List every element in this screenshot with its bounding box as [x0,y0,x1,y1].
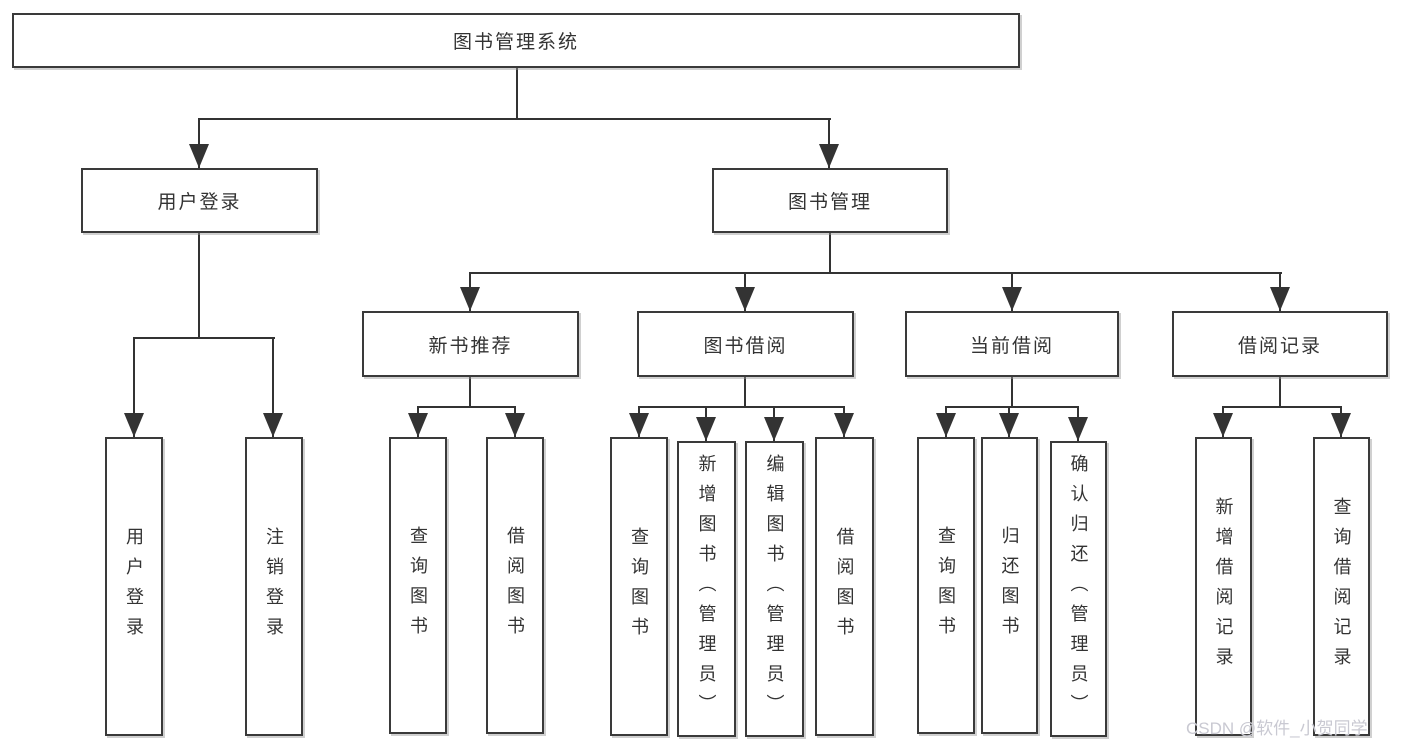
connector-user-login-rail [133,337,275,339]
node-current-borrowing: 当前借阅 [905,311,1119,377]
arrow-to-book-management [819,118,839,168]
arrow-to-borrow-books-1 [505,406,525,437]
leaf-confirm-return-admin-label: 确认归还（管理员） [1068,454,1089,724]
arrow-to-search-books-3 [936,406,956,437]
node-book-borrowing: 图书借阅 [637,311,854,377]
arrow-to-confirm-return [1068,406,1088,441]
leaf-search-books-1: 查询图书 [389,437,447,734]
leaf-logout: 注销登录 [245,437,303,736]
leaf-return-books-label: 归还图书 [999,525,1020,646]
connector-new-book-stem [469,377,471,406]
leaf-edit-book-admin: 编辑图书（管理员） [745,441,804,737]
csdn-watermark: CSDN @软件_小贺同学 [1186,719,1368,738]
leaf-return-books: 归还图书 [981,437,1038,734]
arrow-to-book-borrowing [735,272,755,311]
arrow-to-user-login [189,118,209,168]
arrow-to-current-borrowing [1002,272,1022,311]
connector-root-stem [516,68,518,118]
leaf-borrow-books-1: 借阅图书 [486,437,544,734]
leaf-borrow-books-2-label: 借阅图书 [834,526,855,647]
leaf-borrow-books-1-label: 借阅图书 [505,525,525,646]
leaf-search-books-1-label: 查询图书 [408,525,428,646]
arrow-to-return-books [999,406,1019,437]
leaf-search-borrow-record: 查询借阅记录 [1313,437,1370,736]
connector-user-login-stem [198,233,200,337]
leaf-add-borrow-record: 新增借阅记录 [1195,437,1252,736]
leaf-search-books-2-label: 查询图书 [629,526,649,647]
arrow-to-leaf-logout [263,337,283,437]
leaf-search-books-2: 查询图书 [610,437,668,736]
node-library-management-system: 图书管理系统 [12,13,1020,68]
connector-current-borrowing-rail [945,406,1079,408]
arrow-to-new-book-recommendation [460,272,480,311]
leaf-add-book-admin-label: 新增图书（管理员） [696,454,717,724]
leaf-add-book-admin: 新增图书（管理员） [677,441,736,737]
leaf-user-login: 用户登录 [105,437,163,736]
leaf-borrow-books-2: 借阅图书 [815,437,874,736]
node-user-login: 用户登录 [81,168,318,233]
arrow-to-borrow-books-2 [834,406,854,437]
connector-borrowing-records-rail [1222,406,1342,408]
leaf-search-borrow-record-label: 查询借阅记录 [1331,496,1352,677]
node-new-book-recommendation: 新书推荐 [362,311,579,377]
node-borrowing-records: 借阅记录 [1172,311,1388,377]
connector-book-management-rail [469,272,1282,274]
connector-root-rail [198,118,831,120]
leaf-user-login-label: 用户登录 [124,526,144,647]
arrow-to-edit-book [764,406,784,441]
leaf-add-borrow-record-label: 新增借阅记录 [1213,496,1234,677]
arrow-to-search-books-2 [629,406,649,437]
connector-book-borrowing-stem [744,377,746,406]
arrow-to-borrowing-records [1270,272,1290,311]
arrow-to-leaf-user-login [124,337,144,437]
connector-book-borrowing-rail [638,406,845,408]
leaf-search-books-3-label: 查询图书 [936,525,956,646]
leaf-confirm-return-admin: 确认归还（管理员） [1050,441,1107,737]
connector-new-book-rail [417,406,516,408]
arrow-to-add-book [696,406,716,441]
arrow-to-search-books-1 [408,406,428,437]
connector-book-management-stem [829,233,831,272]
arrow-to-add-borrow-record [1213,406,1233,437]
connector-current-borrowing-stem [1011,377,1013,406]
node-book-management: 图书管理 [712,168,948,233]
leaf-search-books-3: 查询图书 [917,437,975,734]
connector-borrowing-records-stem [1279,377,1281,406]
leaf-edit-book-admin-label: 编辑图书（管理员） [764,454,785,724]
arrow-to-search-borrow-record [1331,406,1351,437]
leaf-logout-label: 注销登录 [264,526,284,647]
